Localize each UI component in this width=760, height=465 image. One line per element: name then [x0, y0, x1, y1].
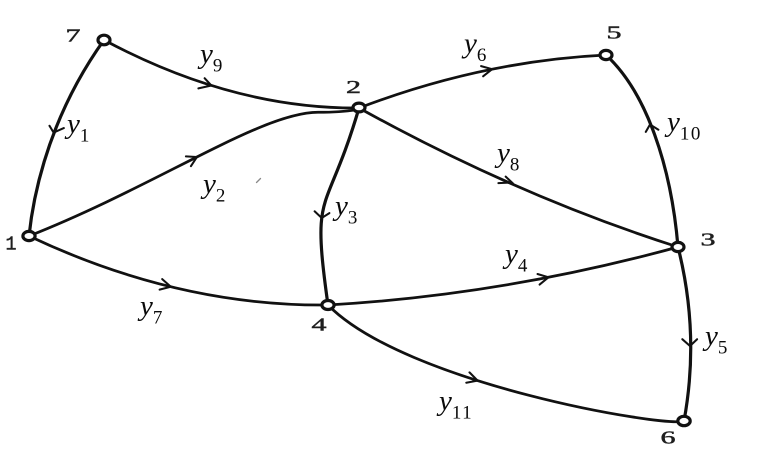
svg-text:4: 4: [312, 315, 327, 335]
svg-text:y4: y4: [502, 238, 529, 277]
svg-text:y5: y5: [702, 320, 729, 359]
svg-text:y8: y8: [494, 137, 521, 176]
svg-text:y3: y3: [332, 190, 359, 229]
svg-text:2: 2: [346, 77, 361, 97]
svg-text:y10: y10: [664, 106, 702, 145]
svg-text:6: 6: [661, 428, 676, 448]
svg-text:y11: y11: [436, 385, 473, 424]
svg-text:y6: y6: [461, 28, 488, 67]
svg-text:y9: y9: [197, 38, 224, 77]
svg-text:y1: y1: [64, 108, 91, 147]
svg-text:1: 1: [6, 234, 17, 256]
svg-text:y7: y7: [137, 290, 164, 329]
svg-text:5: 5: [607, 23, 622, 43]
svg-text:y2: y2: [200, 168, 227, 207]
svg-text:7: 7: [66, 26, 81, 46]
svg-text:3: 3: [701, 230, 716, 250]
